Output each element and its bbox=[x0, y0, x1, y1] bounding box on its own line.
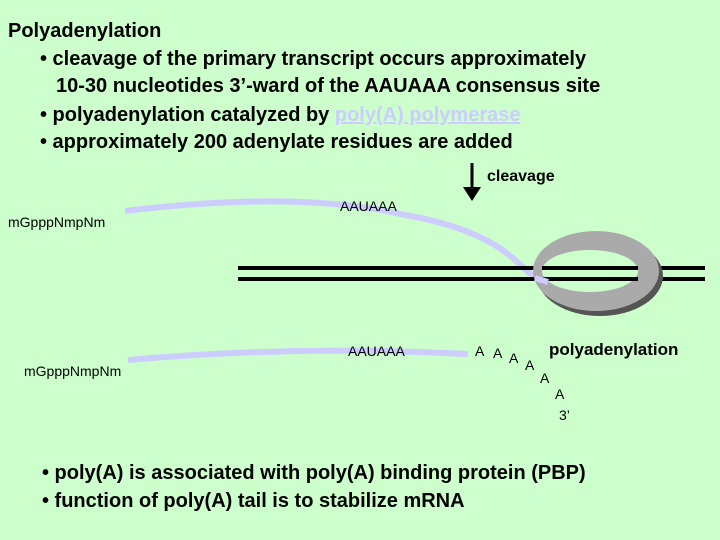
bullet-polymerase: • polyadenylation catalyzed by poly(A) p… bbox=[40, 104, 520, 127]
polyadenylation-label: polyadenylation bbox=[549, 340, 679, 359]
poly-a-polymerase-link[interactable]: poly(A) polymerase bbox=[334, 104, 521, 126]
bullet-cleavage: • cleavage of the primary transcript occ… bbox=[40, 48, 587, 70]
cleavage-label: cleavage bbox=[487, 168, 555, 185]
polya-letter: A bbox=[525, 357, 535, 373]
rna-strand-bottom bbox=[127, 347, 469, 363]
bullet-stabilize: • function of poly(A) tail is to stabili… bbox=[42, 490, 465, 512]
bullet-cleavage-cont: 10-30 nucleotides 3’-ward of the AAUAAA … bbox=[56, 75, 601, 97]
slide-title: Polyadenylation bbox=[8, 20, 162, 42]
cap-label-top: mGpppNmpNm bbox=[8, 214, 106, 230]
three-prime-label: 3’ bbox=[559, 407, 570, 423]
signal-label-bottom: AAUAAA bbox=[348, 343, 405, 359]
poly-a-polymerase-enzyme bbox=[533, 231, 663, 316]
cleavage-arrow-head bbox=[463, 187, 481, 201]
bullet-polymerase-text: • polyadenylation catalyzed by bbox=[40, 104, 335, 126]
bullet-adenylate: • approximately 200 adenylate residues a… bbox=[40, 131, 513, 153]
rna-strand-top bbox=[124, 198, 538, 281]
cap-label-bottom: mGpppNmpNm bbox=[24, 363, 122, 379]
bullet-pbp: • poly(A) is associated with poly(A) bin… bbox=[42, 462, 586, 484]
polya-letter: A bbox=[475, 343, 485, 359]
signal-label-top: AAUAAA bbox=[340, 198, 397, 214]
polya-letter: A bbox=[493, 345, 503, 361]
polya-letter: A bbox=[509, 350, 519, 366]
polya-letter: A bbox=[555, 386, 565, 402]
polya-letter: A bbox=[540, 370, 550, 386]
